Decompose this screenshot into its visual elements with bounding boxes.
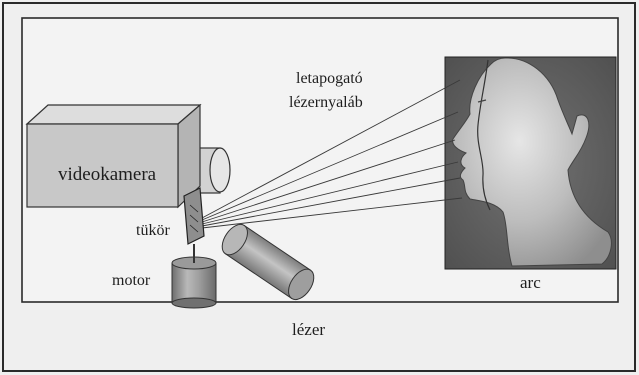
label-lezer: lézer	[292, 320, 325, 339]
label-beam-line1: letapogató	[296, 70, 363, 87]
label-motor: motor	[112, 272, 151, 289]
mirror	[184, 188, 204, 244]
face-image	[445, 57, 616, 269]
label-arc: arc	[520, 273, 541, 292]
video-camera	[27, 105, 200, 207]
label-tukor: tükör	[136, 222, 170, 239]
label-videokamera: videokamera	[58, 164, 157, 185]
label-beam-line2: lézernyaláb	[289, 94, 363, 111]
camera-top-face	[27, 105, 200, 124]
